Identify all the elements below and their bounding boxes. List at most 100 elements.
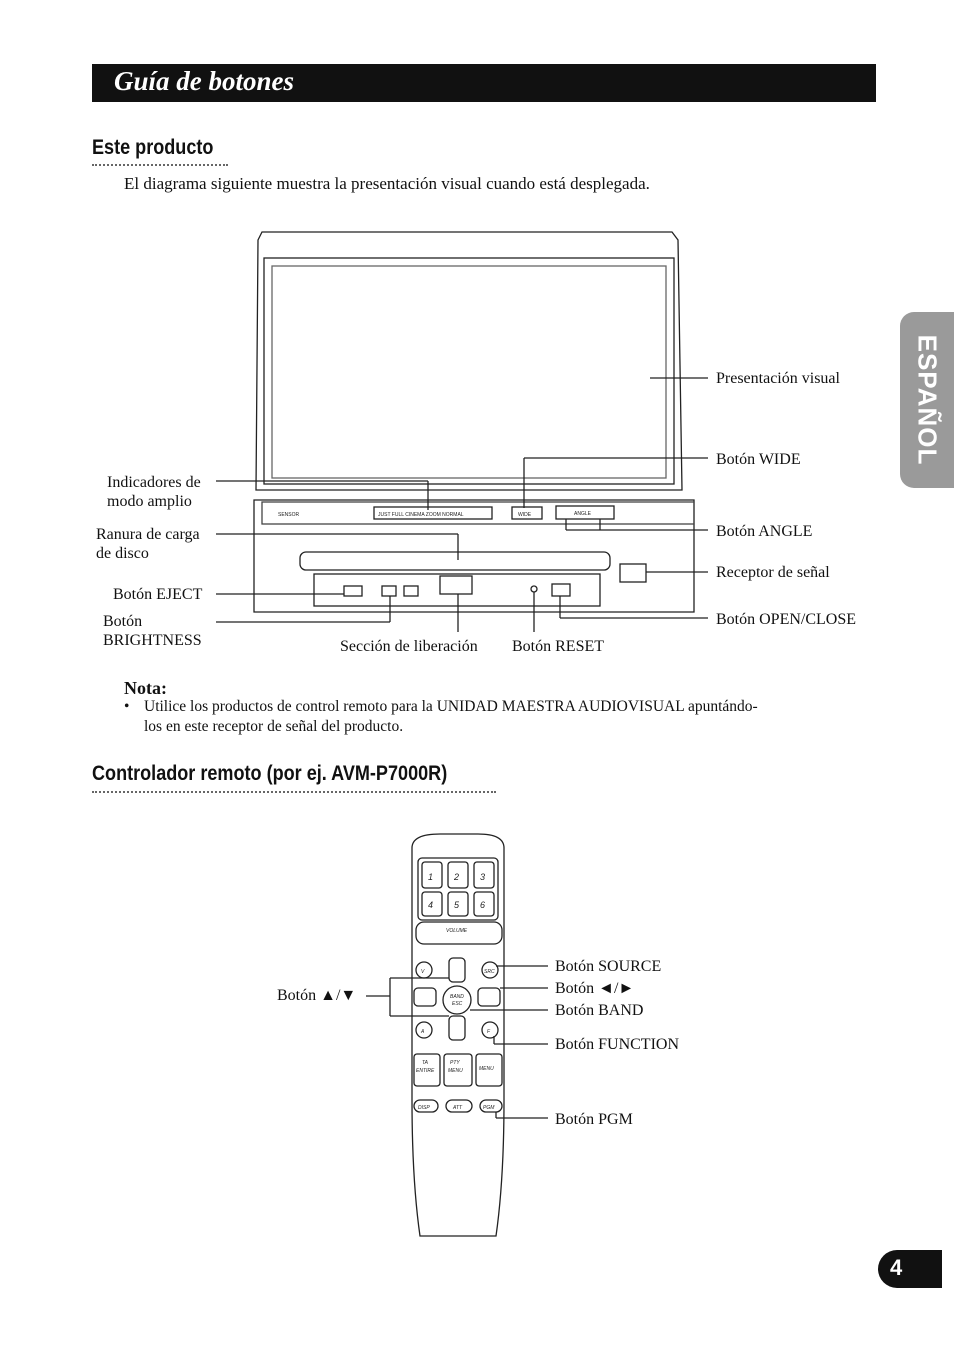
mode-indicator-strip xyxy=(261,501,695,525)
v-text: V xyxy=(421,969,425,975)
key-down xyxy=(448,1015,466,1041)
note-title: Nota: xyxy=(124,678,167,698)
key-right xyxy=(477,987,501,1007)
modes-text: JUST FULL CINEMA ZOOM NORMAL xyxy=(378,512,464,518)
brightness-button-shape-2 xyxy=(403,585,419,597)
key-up xyxy=(448,957,466,983)
f-text: F xyxy=(487,1029,491,1035)
note-text-line2: los en este receptor de señal del produc… xyxy=(144,718,404,735)
pty-menu-text: MENU xyxy=(448,1068,463,1074)
brightness-button-shape xyxy=(381,585,397,597)
lower-panel xyxy=(313,573,601,607)
section-heading-product: Este producto xyxy=(92,136,214,159)
key-src xyxy=(481,961,499,979)
ta-text: TA xyxy=(422,1060,429,1066)
sensor-text: SENSOR xyxy=(278,512,300,518)
signal-receiver-shape xyxy=(619,563,647,583)
att-text: ATT xyxy=(452,1105,463,1111)
page-number-badge: 4 xyxy=(878,1250,942,1288)
display-screen-inner xyxy=(271,265,667,479)
band-text: BAND xyxy=(450,994,464,1000)
page-number: 4 xyxy=(890,1255,903,1280)
pgm-text: PGM xyxy=(483,1105,495,1111)
key-att xyxy=(445,1099,473,1113)
src-text: SRC xyxy=(484,969,495,975)
open-close-button-shape xyxy=(551,583,571,597)
disc-slot-shape xyxy=(299,551,611,571)
label-pgm: Botón PGM xyxy=(555,1111,633,1128)
note-bullet: • xyxy=(124,698,130,715)
label-leftright: Botón ◄/► xyxy=(555,980,635,997)
label-indicadores-line1: Indicadores de xyxy=(107,474,201,491)
language-tab: ESPAÑOL xyxy=(900,312,954,488)
key-6 xyxy=(473,891,495,917)
intro-text: El diagrama siguiente muestra la present… xyxy=(124,174,650,193)
key-a xyxy=(415,1021,433,1039)
note-text-line1: Utilice los productos de control remoto … xyxy=(144,698,758,715)
label-reset: Botón RESET xyxy=(512,638,605,655)
esc-text: ESC xyxy=(452,1001,463,1007)
a-text: A xyxy=(420,1029,425,1035)
label-source: Botón SOURCE xyxy=(555,958,662,975)
label-ranura-line1: Ranura de carga xyxy=(96,526,200,543)
number-keys-area xyxy=(417,857,499,921)
key-4-text: 4 xyxy=(428,900,433,910)
pty-text: PTY xyxy=(450,1060,460,1066)
key-1 xyxy=(421,861,443,889)
angle-button-shape xyxy=(555,505,615,520)
volume-text: VOLUME xyxy=(446,928,468,934)
key-2 xyxy=(447,861,469,889)
eject-button-shape xyxy=(343,585,363,597)
key-disp xyxy=(413,1099,439,1113)
key-pgm xyxy=(479,1099,503,1113)
wide-button-shape xyxy=(511,506,543,520)
label-updown: Botón ▲/▼ xyxy=(277,987,357,1004)
display-screen-outline xyxy=(263,257,675,485)
section-heading-remote: Controlador remoto (por ej. AVM-P7000R) xyxy=(92,762,448,785)
page-title: Guía de botones xyxy=(114,66,295,96)
key-band-esc xyxy=(442,985,472,1015)
label-brightness-line1: Botón xyxy=(103,613,143,630)
release-section-shape xyxy=(439,575,473,595)
display-frame xyxy=(255,231,683,491)
label-presentacion: Presentación visual xyxy=(716,370,840,387)
label-seccion: Sección de liberación xyxy=(340,638,478,655)
main-unit-body xyxy=(253,499,695,613)
label-ranura-line2: de disco xyxy=(96,545,149,562)
label-eject: Botón EJECT xyxy=(113,586,203,603)
entire-text: ENTIRE xyxy=(416,1068,435,1074)
section-underline-remote xyxy=(92,791,496,793)
label-function: Botón FUNCTION xyxy=(555,1036,680,1053)
key-3-text: 3 xyxy=(480,872,485,882)
label-angle: Botón ANGLE xyxy=(716,523,813,540)
key-menu xyxy=(475,1053,503,1087)
key-ta xyxy=(413,1053,441,1087)
label-band: Botón BAND xyxy=(555,1002,644,1019)
key-5-text: 5 xyxy=(454,900,460,910)
key-left xyxy=(413,987,437,1007)
product-diagram: SENSOR JUST FULL CINEMA ZOOM NORMAL WIDE… xyxy=(216,231,708,632)
key-f xyxy=(481,1021,499,1039)
remote-diagram: 1 2 3 4 5 6 VOLUME V SRC A F BAND ESC TA… xyxy=(366,833,548,1237)
volume-key xyxy=(415,921,503,945)
disp-text: DISP xyxy=(418,1105,430,1111)
page-title-bar: Guía de botones xyxy=(92,64,876,102)
remote-body xyxy=(411,833,505,1237)
label-brightness-line2: BRIGHTNESS xyxy=(103,632,202,649)
label-receptor: Receptor de señal xyxy=(716,564,830,581)
key-5 xyxy=(447,891,469,917)
label-wide: Botón WIDE xyxy=(716,451,801,468)
wide-mode-indicators xyxy=(373,506,493,520)
key-1-text: 1 xyxy=(428,872,433,882)
menu-text: MENU xyxy=(479,1066,494,1072)
wide-button-text: WIDE xyxy=(518,512,532,518)
label-indicadores-line2: modo amplio xyxy=(107,493,192,510)
key-4 xyxy=(421,891,443,917)
label-open-close: Botón OPEN/CLOSE xyxy=(716,611,857,628)
angle-button-text: ANGLE xyxy=(574,511,592,517)
key-pty xyxy=(443,1053,473,1087)
key-3 xyxy=(473,861,495,889)
key-2-text: 2 xyxy=(453,872,459,882)
key-6-text: 6 xyxy=(480,900,485,910)
section-underline-product xyxy=(92,164,228,166)
